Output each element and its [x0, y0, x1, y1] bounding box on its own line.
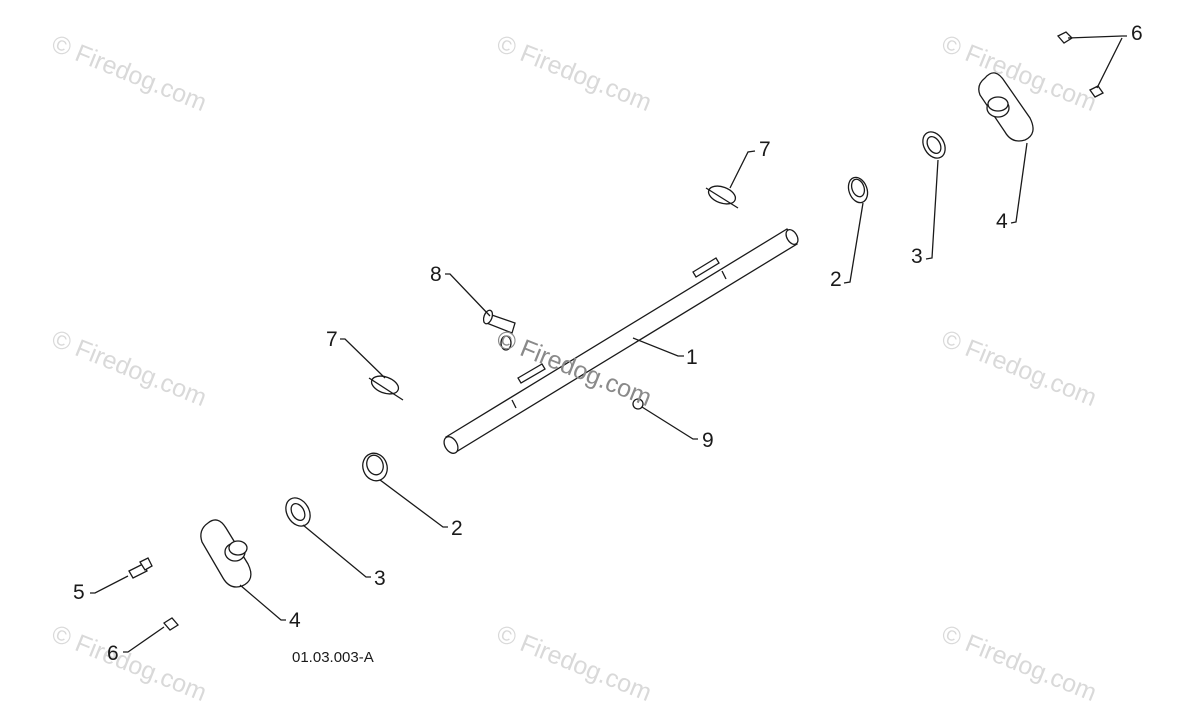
callout-small-nut: 9	[702, 429, 714, 452]
watermark-top-center: © Firedog.com	[493, 30, 656, 118]
bearing-flange-right-part	[978, 72, 1034, 142]
clevis-pin-part	[482, 309, 516, 351]
watermark-mid-left: © Firedog.com	[48, 325, 211, 413]
nut-bottom-part	[163, 617, 179, 631]
watermark-bottom-left: © Firedog.com	[48, 620, 211, 708]
washer-left-part	[285, 497, 311, 527]
washer-right-part	[922, 131, 946, 159]
callout-bearing-flange-left: 4	[289, 609, 301, 632]
watermark-bottom-center: © Firedog.com	[493, 620, 656, 708]
callout-nut-top: 6	[1131, 22, 1143, 45]
callout-bushing-right: 2	[830, 268, 842, 291]
shaft-part	[443, 228, 799, 454]
callouts: 1 2 3 4 6 7 7 8 9 2 3 4 5 6	[73, 22, 1143, 665]
callout-bushing-left: 2	[451, 517, 463, 540]
watermark-bottom-right: © Firedog.com	[938, 620, 1101, 708]
callout-bearing-flange-right: 4	[996, 210, 1008, 233]
pin-clip-top-part	[705, 185, 739, 209]
callout-bolt: 5	[73, 581, 85, 604]
callout-washer-left: 3	[374, 567, 386, 590]
callout-shaft: 1	[686, 346, 698, 369]
bushing-left-part	[362, 452, 388, 482]
pin-clip-left-part	[368, 375, 404, 401]
bushing-right-part	[847, 176, 869, 204]
callout-pin-clip-top: 7	[759, 138, 771, 161]
small-nut-part	[632, 398, 644, 410]
reference-code: 01.03.003-A	[292, 649, 374, 666]
callout-pin-clip-left: 7	[326, 328, 338, 351]
leader-lines	[90, 35, 1127, 653]
callout-washer-right: 3	[911, 245, 923, 268]
watermark-top-left: © Firedog.com	[48, 30, 211, 118]
bolt-part	[128, 557, 153, 579]
watermark-mid-right: © Firedog.com	[938, 325, 1101, 413]
callout-clevis-pin: 8	[430, 263, 442, 286]
callout-nut-bottom: 6	[107, 642, 119, 665]
bearing-flange-left-part	[200, 519, 252, 588]
